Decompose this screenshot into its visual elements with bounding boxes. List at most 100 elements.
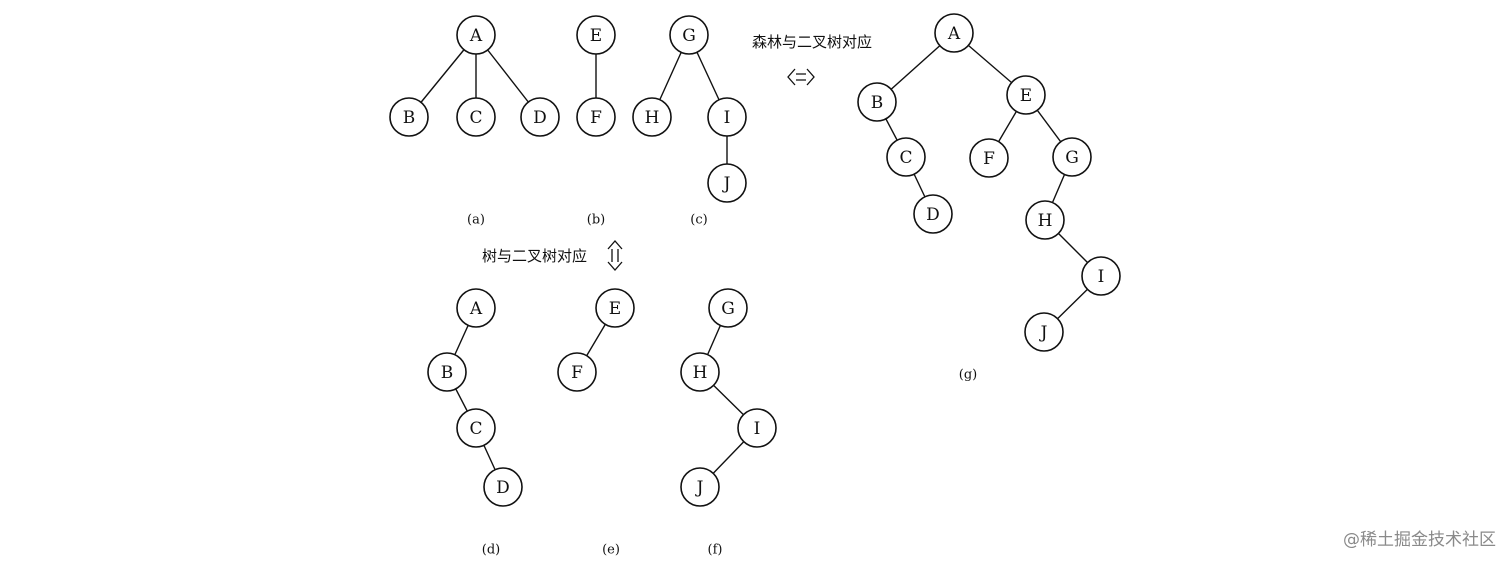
node-circle — [1052, 137, 1092, 177]
tree-g-node-c: C — [886, 137, 926, 177]
node-label: E — [590, 26, 602, 46]
node-label: D — [926, 205, 940, 225]
tree-d-node-d: D — [483, 467, 523, 507]
tree-caption-f: (f) — [708, 543, 723, 558]
tree-b-node-f: F — [576, 97, 616, 137]
node-label: C — [469, 108, 482, 128]
node-circle — [576, 97, 616, 137]
node-label: I — [724, 108, 731, 128]
node-circle — [520, 97, 560, 137]
tree-g-node-i: I — [1081, 256, 1121, 296]
node-label: D — [533, 108, 547, 128]
node-label: J — [695, 478, 704, 498]
node-label: D — [496, 478, 510, 498]
node-label: I — [1098, 267, 1105, 287]
node-label: B — [441, 363, 454, 383]
tree-f-node-h: H — [680, 352, 720, 392]
node-circle — [1024, 312, 1064, 352]
node-circle — [707, 97, 747, 137]
node-label: C — [899, 148, 912, 168]
captions-layer: (a) (b) (c) (d) (e) (f) (g) — [467, 213, 977, 558]
node-label: E — [1020, 86, 1032, 106]
node-label: F — [571, 363, 583, 383]
node-circle — [456, 288, 496, 328]
node-circle — [913, 194, 953, 234]
tree-a-node-b: B — [389, 97, 429, 137]
node-circle — [886, 137, 926, 177]
node-circle — [857, 82, 897, 122]
double-arrow-vertical-icon — [607, 240, 623, 271]
node-circle — [557, 352, 597, 392]
node-label: J — [1039, 323, 1048, 343]
node-circle — [456, 97, 496, 137]
node-circle — [389, 97, 429, 137]
forest-to-binary-tree-label: 森林与二叉树对应 — [752, 33, 872, 51]
tree-f-node-g: G — [708, 288, 748, 328]
tree-c-node-j: J — [707, 163, 747, 203]
tree-caption-g: (g) — [959, 368, 977, 383]
node-circle — [669, 15, 709, 55]
node-circle — [456, 408, 496, 448]
node-label: H — [645, 108, 660, 128]
tree-g-node-a: A — [934, 13, 974, 53]
tree-d-node-a: A — [456, 288, 496, 328]
tree-f-node-i: I — [737, 408, 777, 448]
tree-g-node-d: D — [913, 194, 953, 234]
tree-g-node-h: H — [1025, 200, 1065, 240]
node-label: F — [983, 149, 995, 169]
node-label: I — [754, 419, 761, 439]
tree-c-node-i: I — [707, 97, 747, 137]
tree-d-node-b: B — [427, 352, 467, 392]
node-label: G — [682, 26, 696, 46]
node-label: B — [871, 93, 884, 113]
tree-caption-c: (c) — [690, 213, 707, 228]
node-circle — [680, 467, 720, 507]
node-circle — [632, 97, 672, 137]
node-label: A — [469, 299, 483, 319]
tree-a-node-a: A — [456, 15, 496, 55]
node-label: F — [590, 108, 602, 128]
node-label: A — [469, 26, 483, 46]
nodes-layer: A B C D E F G H I J A B C D E F G H I J A B C D E F G H I J — [389, 13, 1121, 507]
node-circle — [1025, 200, 1065, 240]
node-circle — [737, 408, 777, 448]
tree-c-node-h: H — [632, 97, 672, 137]
node-label: A — [947, 24, 961, 44]
node-label: E — [609, 299, 621, 319]
tree-caption-a: (a) — [467, 213, 485, 228]
double-arrow-horizontal-icon — [787, 68, 815, 86]
node-circle — [1006, 75, 1046, 115]
tree-b-node-e: E — [576, 15, 616, 55]
node-circle — [969, 138, 1009, 178]
node-label: B — [403, 108, 416, 128]
node-circle — [680, 352, 720, 392]
node-circle — [483, 467, 523, 507]
node-label: G — [721, 299, 735, 319]
tree-caption-e: (e) — [602, 543, 620, 558]
tree-g-node-g: G — [1052, 137, 1092, 177]
tree-a-node-d: D — [520, 97, 560, 137]
tree-d-node-c: C — [456, 408, 496, 448]
tree-e-node-f: F — [557, 352, 597, 392]
tree-g-node-j: J — [1024, 312, 1064, 352]
tree-to-binary-tree-label: 树与二叉树对应 — [482, 247, 587, 265]
node-circle — [707, 163, 747, 203]
tree-g-node-b: B — [857, 82, 897, 122]
node-label: C — [469, 419, 482, 439]
node-label: H — [1038, 211, 1053, 231]
node-label: G — [1065, 148, 1079, 168]
node-label: J — [722, 174, 731, 194]
node-circle — [576, 15, 616, 55]
node-circle — [934, 13, 974, 53]
tree-caption-d: (d) — [482, 543, 500, 558]
tree-caption-b: (b) — [587, 213, 605, 228]
node-circle — [1081, 256, 1121, 296]
node-circle — [595, 288, 635, 328]
node-label: H — [693, 363, 708, 383]
tree-f-node-j: J — [680, 467, 720, 507]
node-circle — [427, 352, 467, 392]
tree-a-node-c: C — [456, 97, 496, 137]
tree-c-node-g: G — [669, 15, 709, 55]
node-circle — [708, 288, 748, 328]
